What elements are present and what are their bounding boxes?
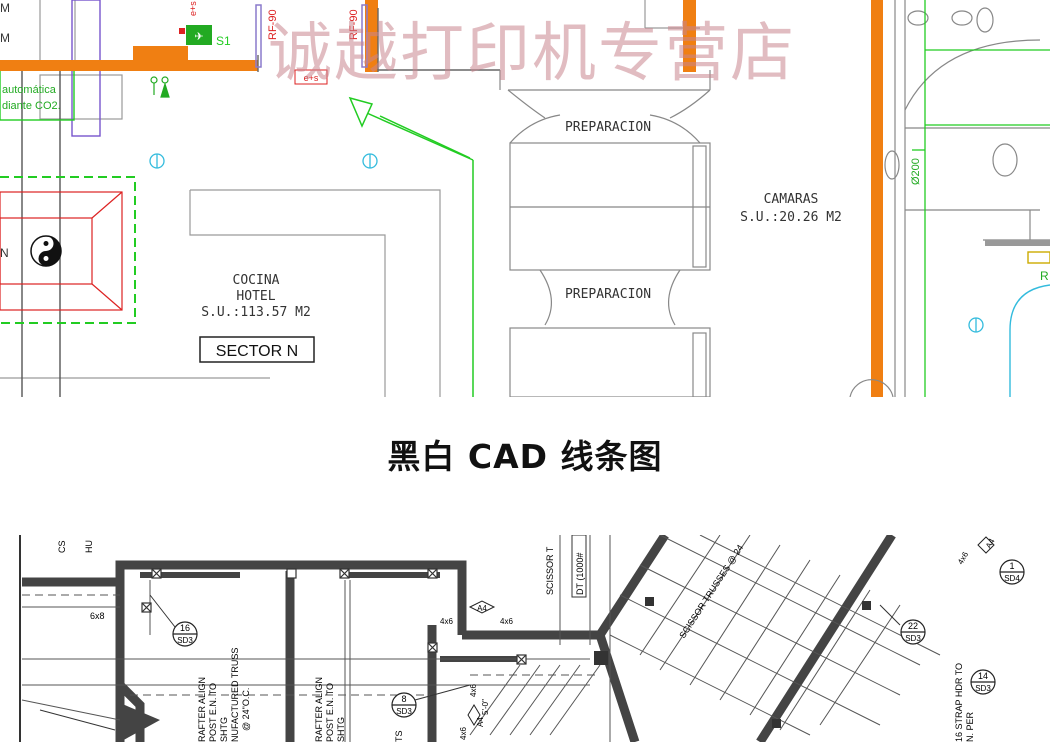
partial-ts-label: TS [394, 730, 404, 742]
fire-door-code: e+s [304, 73, 319, 83]
section-caption: 黑白 CAD 线条图 [387, 437, 663, 476]
exit-sign-label: S1 [216, 34, 231, 48]
rafter1-line5: @ 24"O.C. [241, 688, 251, 731]
detail-14-number: 14 [978, 671, 988, 681]
pipe-diameter-label: Ø200 [910, 158, 922, 185]
scissor-trusses-label: SCISSOR TRUSSES @ 24 [677, 543, 745, 640]
detail-22-number: 22 [908, 621, 918, 631]
sector-label: SECTOR N [216, 343, 298, 360]
room-outlines [0, 0, 700, 397]
a4-tag-3: A4 [984, 537, 997, 550]
preparation-counters [499, 70, 711, 397]
beam-4x6-e: 4x6 [956, 550, 971, 566]
detail-1-number: 1 [1009, 561, 1014, 571]
dt-label-box [571, 535, 587, 598]
green-hood-area [0, 176, 136, 324]
truss-blocks [594, 597, 871, 728]
camaras-area: S.U.:20.26 M2 [740, 210, 842, 225]
edge-letter-m1: M [0, 1, 10, 15]
svg-text:✈: ✈ [194, 31, 203, 43]
preparacion-label-1: PREPARACION [565, 120, 651, 135]
a4-tag-markers [467, 536, 995, 726]
rafter1-line3: SHTG [219, 717, 229, 742]
dimension-5-0: 5'-0" [481, 699, 490, 715]
label-hu: HU [84, 540, 94, 553]
leader-lines [39, 594, 901, 731]
wall-arrow-head [120, 703, 160, 742]
beam-4x6-c: 4x6 [469, 684, 478, 697]
framing-lines [21, 535, 611, 742]
beam-4x6-a: 4x6 [440, 617, 453, 626]
door-leaf [255, 4, 368, 68]
beam-4x6-b: 4x6 [500, 617, 513, 626]
dt-label: DT (1000# [575, 553, 585, 595]
camaras-label: CAMARAS [764, 192, 819, 207]
co2-text-2: diante CO2. [2, 100, 61, 112]
left-ducts [21, 70, 61, 397]
exit-code-label: e+s [188, 1, 198, 16]
a4-tag-2: A4 [476, 717, 485, 727]
scissor-truss-hatch [469, 535, 941, 736]
dark-walls [22, 535, 896, 742]
strap-line2: N. PER [965, 711, 975, 742]
yin-yang-icon [30, 235, 62, 267]
fire-door-label-2: RF-90 [348, 9, 360, 40]
detail-16-number: 16 [180, 623, 190, 633]
detail-22-sheet: SD3 [905, 634, 921, 643]
green-pipe [912, 0, 1050, 397]
detail-callouts [172, 559, 1025, 718]
rafter2-line2: POST E.N. TO [325, 683, 335, 742]
rafter1-line4: NUFACTURED TRUSS [230, 648, 240, 742]
rafter1-line2: POST E.N. TO [208, 683, 218, 742]
rafter1-line1: RAFTER ALIGN [197, 677, 207, 742]
sensor-icons [149, 153, 984, 333]
beam-4x6-d: 4x6 [459, 727, 468, 740]
fire-door-code-box [294, 69, 328, 85]
person-icon [150, 76, 170, 98]
sector-box [199, 336, 315, 363]
grey-wall-pieces [257, 8, 500, 72]
edge-letter-m2: M [0, 31, 10, 45]
a4-tag-1: A4 [477, 604, 487, 613]
strap-line1: 16 STRAP HDR TO [954, 663, 964, 742]
top-floor-plan: ✈ S1 e+s RF-90 RF-90 e+s [0, 0, 1050, 397]
evacuation-arrow [348, 96, 474, 397]
detail-14-sheet: SD3 [975, 684, 991, 693]
bottom-framing-plan: 16 SD3 22 SD3 8 SD3 1 SD4 14 SD3 A4 A4 A… [19, 535, 1025, 742]
yellow-sign [1027, 251, 1050, 264]
cocina-label-2: HOTEL [236, 289, 275, 304]
preparacion-label-2: PREPARACION [565, 287, 651, 302]
detail-1-sheet: SD4 [1004, 574, 1020, 583]
detail-8-number: 8 [401, 694, 406, 704]
beam-6x8: 6x8 [90, 611, 105, 621]
detail-8-sheet: SD3 [396, 707, 412, 716]
bathroom-fixtures [849, 0, 1050, 397]
cocina-area: S.U.:113.57 M2 [201, 305, 311, 320]
label-cs: CS [57, 540, 67, 553]
co2-text-1: automática [2, 84, 57, 96]
fire-door-label-1: RF-90 [267, 9, 279, 40]
rafter2-line1: RAFTER ALIGN [314, 677, 324, 742]
cyan-fixture [1009, 284, 1050, 397]
scissor-vertical-label: SCISSOR T [545, 546, 555, 595]
rafter2-line3: SHTG [336, 717, 346, 742]
orange-walls [0, 0, 883, 397]
dashed-lines [22, 594, 600, 696]
exit-sign-icon: ✈ [179, 25, 212, 45]
edge-letter-n: N [0, 246, 9, 260]
detail-16-sheet: SD3 [177, 636, 193, 645]
post-markers [141, 568, 527, 665]
cocina-label-1: COCINA [233, 273, 280, 288]
edge-letter-r: R [1040, 269, 1049, 283]
